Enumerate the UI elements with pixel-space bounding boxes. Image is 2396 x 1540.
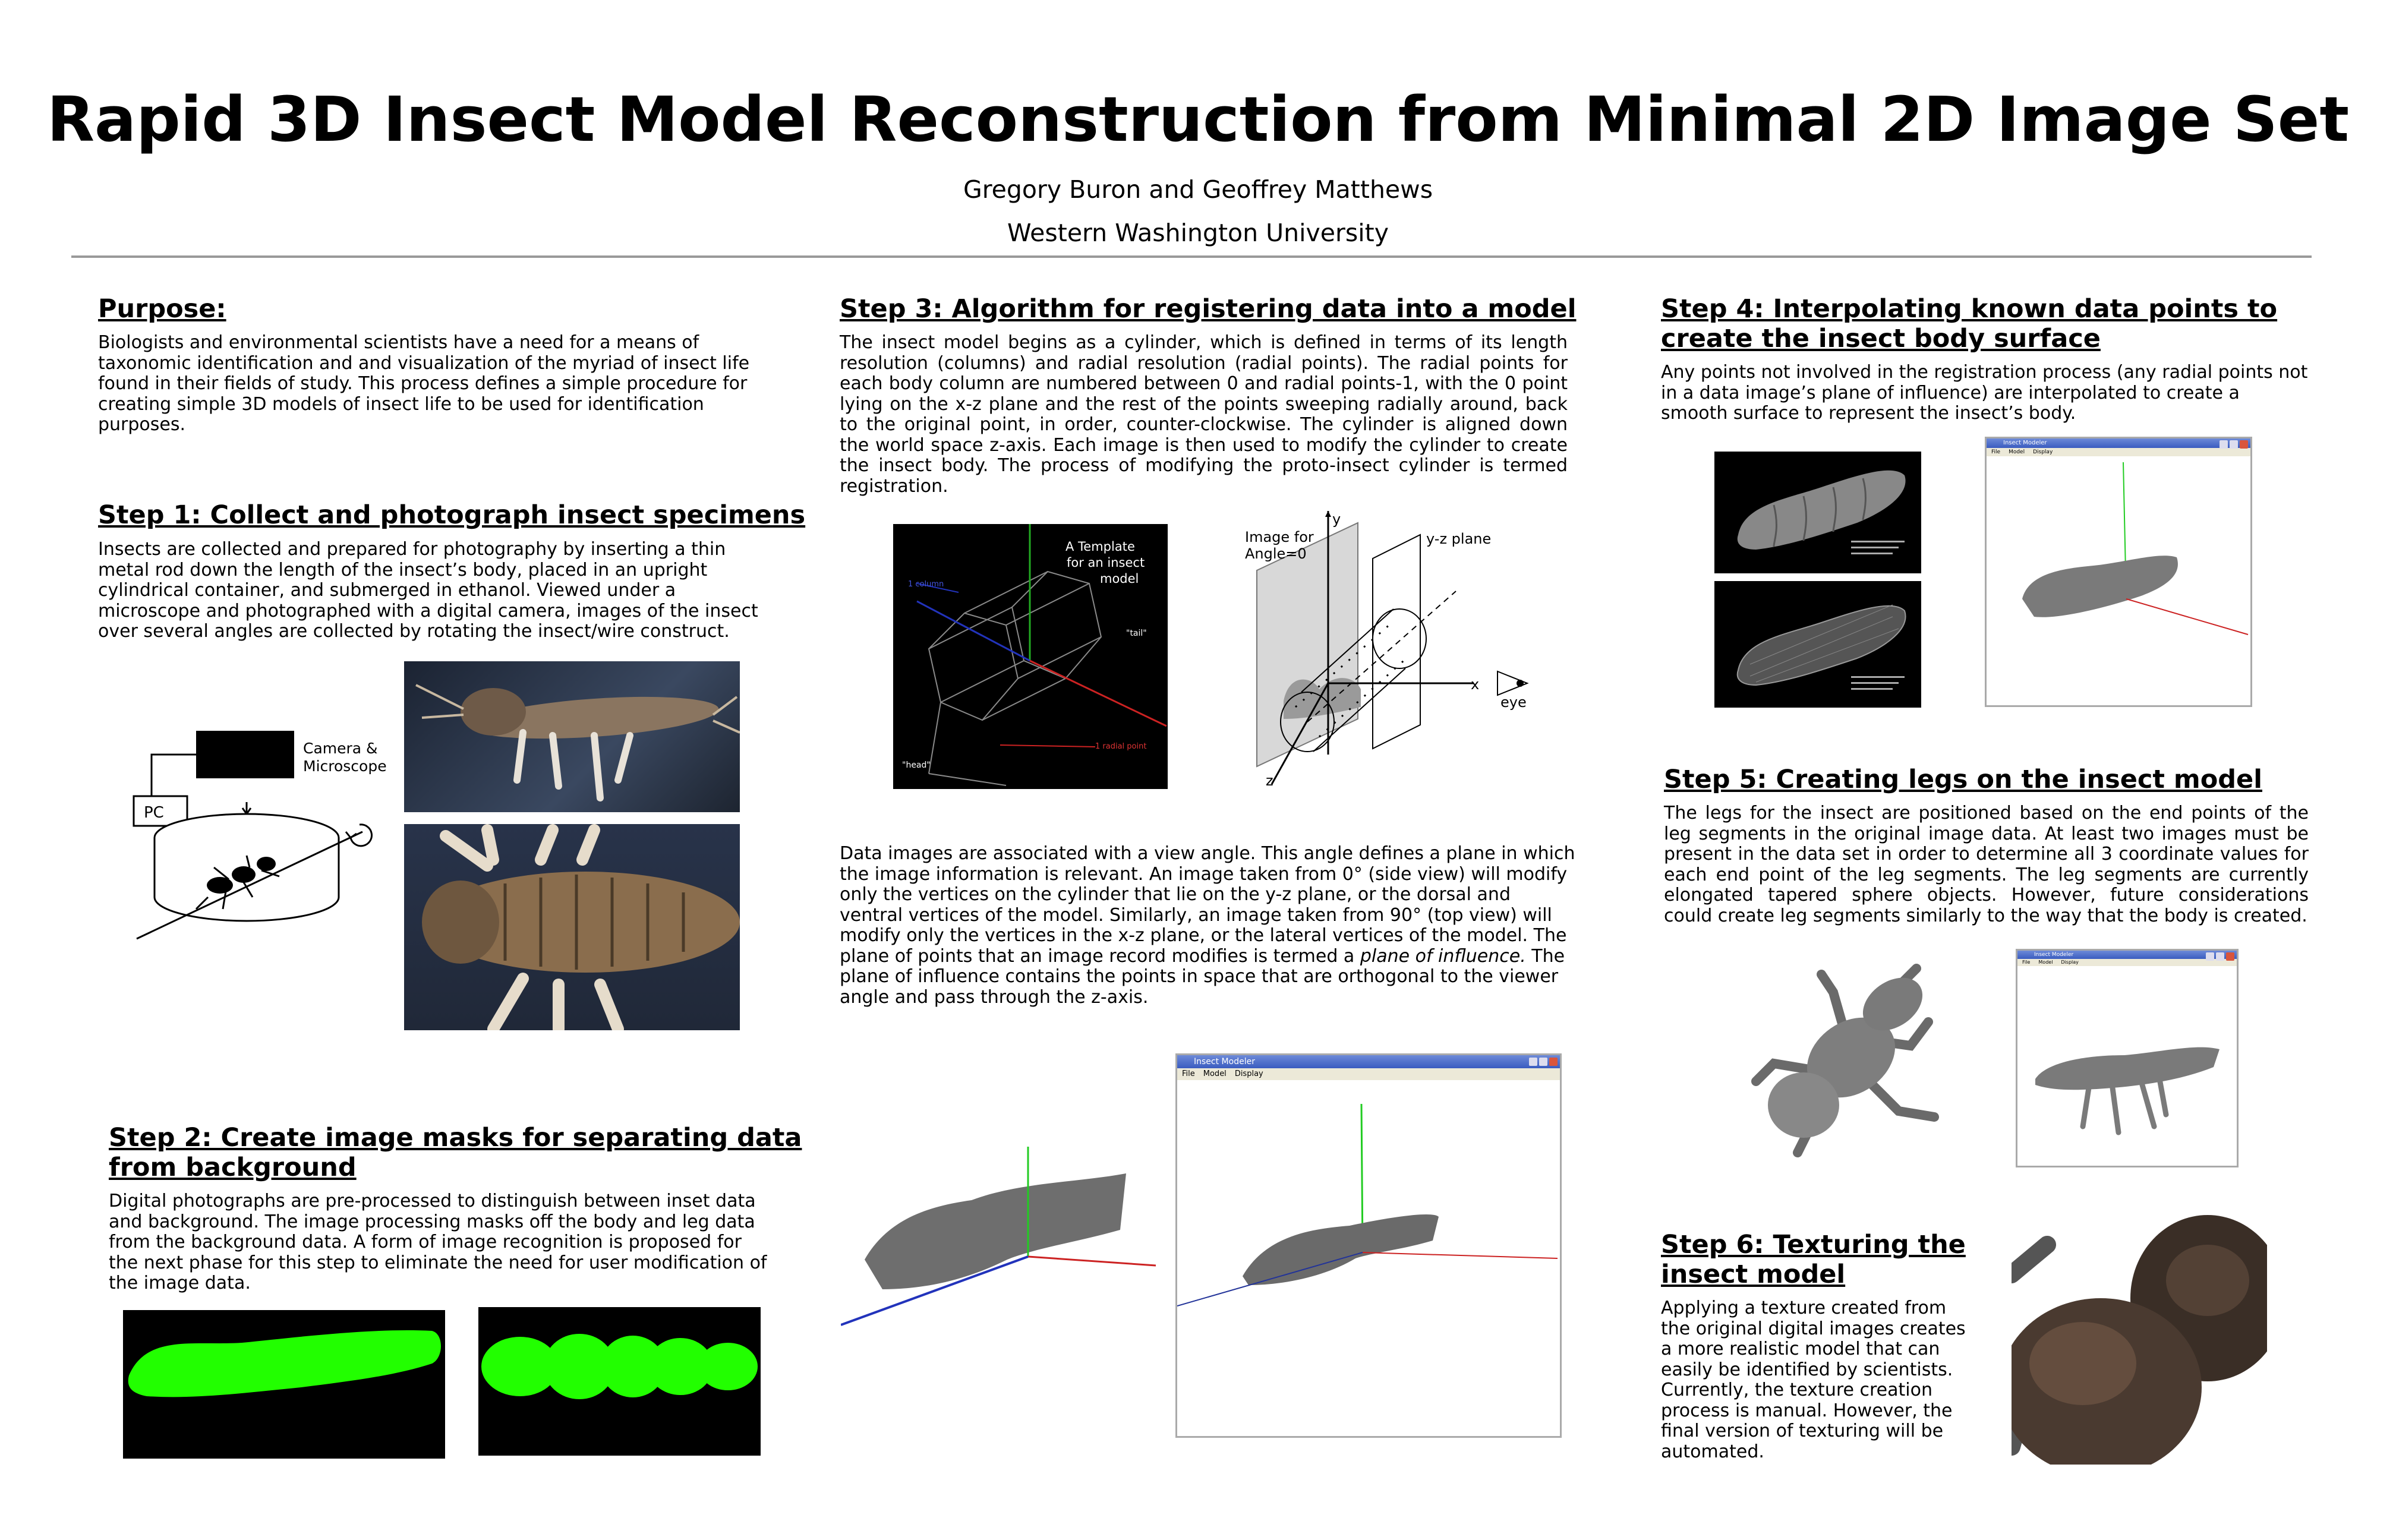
camera-label-2: Microscope — [303, 758, 387, 775]
menu-model[interactable]: Model — [2009, 449, 2025, 455]
close-button[interactable] — [2226, 952, 2234, 961]
step5-heading: Step 5: Creating legs on the insect mode… — [1664, 765, 2262, 794]
maximize-button[interactable] — [2216, 952, 2224, 961]
step1-text: Insects are collected and prepared for p… — [98, 539, 758, 642]
window-viewport — [2035, 1047, 2220, 1135]
step4-heading-1: Step 4: Interpolating known data points … — [1661, 294, 2278, 324]
camera-setup-diagram: PC Camera & Microscope — [133, 731, 387, 940]
axis-x-label: x — [1471, 676, 1479, 693]
step2-heading-2: from background — [109, 1153, 357, 1182]
step3-text-2-a: Data images are associated with a view a… — [840, 843, 1575, 967]
step6-heading-1: Step 6: Texturing the — [1661, 1230, 1966, 1260]
window-titlebar: Insect Modeler — [1177, 1055, 1560, 1068]
poster-title: Rapid 3D Insect Model Reconstruction fro… — [46, 83, 2350, 156]
step3-heading: Step 3: Algorithm for registering data i… — [840, 294, 1577, 324]
menu-model[interactable]: Model — [2038, 960, 2053, 965]
step5-text: The legs for the insect are positioned b… — [1664, 803, 2309, 926]
window-title: Insect Modeler — [1194, 1057, 1255, 1066]
mask-image-side — [123, 1310, 445, 1459]
template-label-3: model — [1100, 572, 1139, 586]
maximize-button[interactable] — [1539, 1058, 1547, 1066]
step6-heading-2: insect model — [1661, 1260, 1846, 1289]
wireframe-body-render — [1714, 581, 1921, 708]
purpose-heading: Purpose: — [98, 294, 226, 324]
plane-of-influence-term: plane of influence. — [1360, 945, 1526, 967]
window-title: Insect Modeler — [2034, 952, 2074, 958]
step1-heading: Step 1: Collect and photograph insect sp… — [98, 500, 806, 530]
affiliation: Western Washington University — [1007, 219, 1389, 247]
close-button[interactable] — [2240, 440, 2248, 449]
header-divider — [71, 255, 2312, 258]
step3-text: The insect model begins as a cylinder, w… — [840, 332, 1568, 497]
window-menubar: File Model Display — [1177, 1068, 1560, 1080]
textured-model-render — [2012, 1209, 2267, 1465]
step2-text: Digital photographs are pre-processed to… — [109, 1191, 767, 1293]
window-viewport — [1177, 1103, 1558, 1307]
window-titlebar: Insect Modeler — [2017, 951, 2237, 961]
template-tail-label: "tail" — [1126, 629, 1147, 638]
plane-label-1: Image for — [1245, 529, 1314, 545]
mask-image-top — [478, 1307, 761, 1456]
step3-text-2: Data images are associated with a view a… — [840, 843, 1577, 1008]
template-column-label: 1 column — [908, 580, 944, 589]
minimize-button[interactable] — [1529, 1058, 1537, 1066]
insect-photo-side — [404, 661, 740, 812]
step3-text-2-b: The plane of influence contains the poin… — [840, 945, 1565, 1008]
registered-model-render — [841, 1147, 1156, 1326]
step4-text: Any points not involved in the registrat… — [1661, 362, 2308, 424]
menu-display[interactable]: Display — [1234, 1069, 1263, 1078]
menu-file[interactable]: File — [2022, 960, 2031, 965]
legged-model-render — [1751, 964, 1939, 1157]
template-head-label: "head" — [902, 760, 931, 770]
eye-label: eye — [1500, 694, 1527, 711]
insect-modeler-window-step5: Insect Modeler File Model Display — [2016, 949, 2239, 1167]
menu-model[interactable]: Model — [1203, 1069, 1227, 1078]
pc-label: PC — [144, 804, 164, 822]
step4-heading-2: create the insect body surface — [1661, 324, 2101, 354]
maximize-button[interactable] — [2230, 440, 2238, 449]
axis-z-label: z — [1266, 772, 1273, 789]
menu-display[interactable]: Display — [2061, 960, 2079, 965]
minimize-button[interactable] — [2206, 952, 2214, 961]
plane-label-2: Angle=0 — [1245, 545, 1307, 562]
window-viewport — [2022, 462, 2249, 635]
smooth-body-render — [1714, 452, 1921, 573]
plane-of-influence-diagram: y x z eye Image for Angle=0 y-z plane — [1245, 511, 1529, 789]
window-menubar: File Model Display — [1987, 448, 2250, 456]
template-radial-label: 1 radial point — [1095, 742, 1146, 751]
template-label-1: A Template — [1065, 539, 1135, 554]
template-label-2: for an insect — [1067, 556, 1145, 570]
step2-heading-1: Step 2: Create image masks for separatin… — [109, 1123, 802, 1153]
cylinder-template-diagram: A Template for an insect model "tail" "h… — [893, 524, 1168, 789]
window-titlebar: Insect Modeler — [1987, 438, 2250, 449]
window-menubar: File Model Display — [2017, 959, 2237, 966]
step6-text: Applying a texture created from the orig… — [1661, 1298, 1966, 1462]
window-title: Insect Modeler — [2003, 440, 2047, 446]
authors: Gregory Buron and Geoffrey Matthews — [963, 175, 1433, 204]
axis-y-label: y — [1332, 511, 1341, 528]
purpose-text: Biologists and environmental scientists … — [98, 332, 750, 435]
menu-file[interactable]: File — [1991, 449, 2001, 455]
yz-plane-label: y-z plane — [1426, 531, 1491, 547]
camera-label-1: Camera & — [303, 740, 378, 757]
insect-modeler-window-step4: Insect Modeler File Model Display — [1985, 437, 2252, 707]
minimize-button[interactable] — [2220, 440, 2228, 449]
menu-file[interactable]: File — [1182, 1069, 1195, 1078]
insect-modeler-window-step3: Insect Modeler File Model Display — [1175, 1053, 1562, 1438]
menu-display[interactable]: Display — [2033, 449, 2053, 455]
insect-photo-top — [404, 824, 740, 1030]
close-button[interactable] — [1549, 1058, 1558, 1066]
